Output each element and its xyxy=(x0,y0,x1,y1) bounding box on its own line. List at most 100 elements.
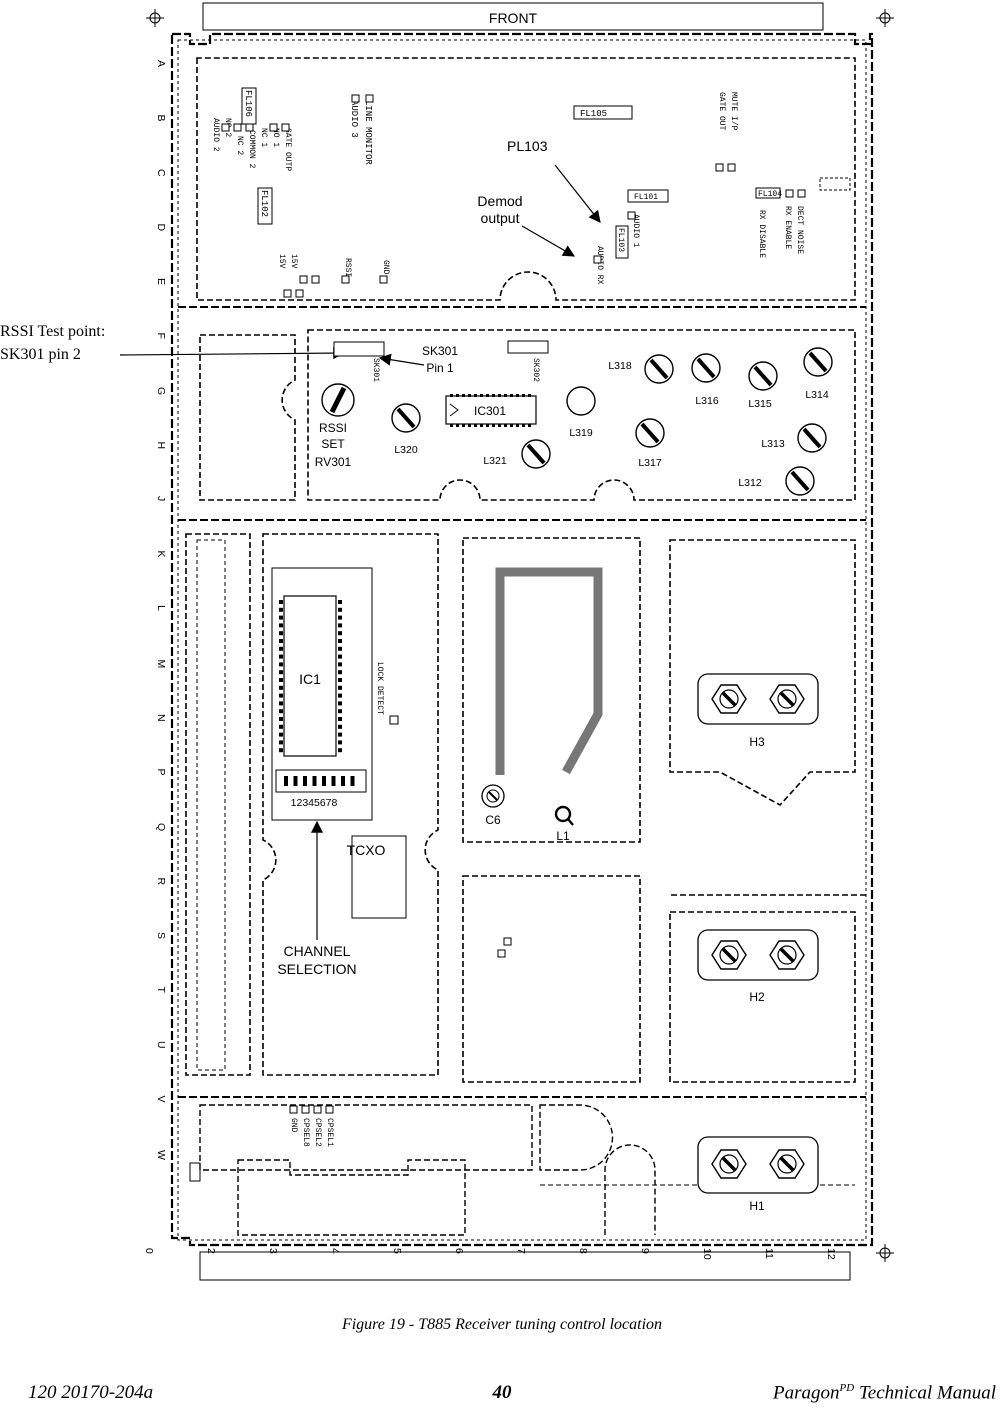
rssi-test-point-line1: RSSI Test point: xyxy=(0,323,105,340)
fl103-label: FL103 xyxy=(616,228,625,252)
l317-label: L317 xyxy=(638,457,662,469)
side-letter: S xyxy=(155,932,167,939)
ic1-pin xyxy=(279,724,283,729)
bottom-number: 12 xyxy=(825,1248,837,1260)
sk301-callout-line2: Pin 1 xyxy=(426,361,454,375)
footer-manual-suffix: Technical Manual xyxy=(854,1382,996,1404)
coil-l313 xyxy=(796,422,828,454)
coil-l1 xyxy=(554,805,574,826)
l1-label: L1 xyxy=(556,829,570,843)
coil-l320 xyxy=(390,402,422,434)
rx-disable-label: RX DISABLE xyxy=(757,210,766,258)
registration-mark xyxy=(875,8,895,28)
ic1-pin xyxy=(279,631,283,636)
ic301-label: IC301 xyxy=(474,404,506,418)
ic1-pin xyxy=(279,693,283,698)
bottom-connector-strip xyxy=(199,1251,851,1281)
l319-label: L319 xyxy=(569,427,593,439)
ic301-pin xyxy=(486,424,489,427)
trimmer-c6 xyxy=(481,784,505,808)
bottom-number: 10 xyxy=(701,1248,713,1260)
ic301-pin xyxy=(516,394,519,397)
bottom-number: 11 xyxy=(763,1248,775,1259)
ic1-pin xyxy=(279,732,283,737)
ic301-pin xyxy=(480,394,483,397)
ic1-pin xyxy=(279,717,283,721)
bottom-section xyxy=(178,1096,866,1236)
side-letter: W xyxy=(155,1150,167,1160)
ic1-pin xyxy=(338,717,342,721)
helical-filter-h1 xyxy=(697,1136,819,1194)
ic301-pin xyxy=(468,424,471,427)
ic1-pin xyxy=(338,732,342,737)
side-letter: H xyxy=(155,442,167,450)
ic1-pin xyxy=(338,662,342,667)
ic301-pin xyxy=(504,424,507,427)
side-letter: K xyxy=(155,551,167,558)
ic1-pin xyxy=(338,607,342,612)
h2-label: H2 xyxy=(749,990,765,1004)
ic1-pin xyxy=(279,646,283,651)
ic1-pin xyxy=(338,685,342,690)
rssi-set-label-line3: RV301 xyxy=(315,455,352,469)
bottom-number: 0 xyxy=(143,1248,155,1254)
ic1-pin xyxy=(279,654,283,659)
v-sw-label: 15V xyxy=(277,254,286,269)
audio-rx-label: AUDIO RX xyxy=(595,246,604,285)
cpsel8-label: CPSEL8 xyxy=(301,1118,310,1147)
gate-out-label: GATE OUT xyxy=(717,92,726,131)
ic301-pin xyxy=(492,424,495,427)
ic1-pin xyxy=(338,670,342,675)
rx-enable-label: RX ENABLE xyxy=(783,206,792,249)
ic301-pin xyxy=(450,394,453,397)
ic1-pin xyxy=(338,709,342,714)
nc2-label: NC 2 xyxy=(235,136,244,155)
ic1-pin xyxy=(279,623,283,628)
gnd-bottom-label: GND xyxy=(289,1118,298,1133)
nc1-label: NC 1 xyxy=(259,128,268,147)
coil-l318 xyxy=(643,353,675,385)
top-section xyxy=(196,57,856,301)
pl103-arrow xyxy=(554,164,601,223)
dip-switch-lever xyxy=(303,776,307,786)
ic301-pin xyxy=(456,394,459,397)
rssi-set-potentiometer xyxy=(321,383,355,417)
dect-noise-label: DECT NOISE xyxy=(795,206,804,254)
side-letter: E xyxy=(155,278,167,285)
fl104-label: FL104 xyxy=(758,190,782,199)
ic301-pin xyxy=(480,424,483,427)
ic301-pin xyxy=(486,394,489,397)
l312-label: L312 xyxy=(738,477,762,489)
side-letter: M xyxy=(155,660,167,669)
side-letter: J xyxy=(155,496,167,501)
ic1-pin xyxy=(338,639,342,643)
footer-manual-title: ParagonPD Technical Manual xyxy=(773,1382,996,1404)
footer-manual-sup: PD xyxy=(839,1382,855,1394)
gate-outp-label: GATE OUTP xyxy=(283,128,292,171)
ic301-pin xyxy=(462,394,465,397)
bottom-number: 3 xyxy=(267,1248,279,1254)
coil-l317 xyxy=(634,417,666,449)
l318-label: L318 xyxy=(608,360,632,372)
l321-label: L321 xyxy=(483,455,507,467)
dip-switch-lever xyxy=(341,776,345,786)
dip-switch-lever xyxy=(350,776,355,786)
sk301-silk-label: SK301 xyxy=(371,358,380,382)
c6-label: C6 xyxy=(485,813,501,827)
side-letter: P xyxy=(155,769,167,776)
ic301-pin xyxy=(462,424,465,427)
side-letter: D xyxy=(155,224,167,232)
dip-switch-lever xyxy=(284,776,288,786)
sk302-connector: SK302 xyxy=(507,340,549,382)
ic1-pin xyxy=(279,615,283,620)
ic1-pin xyxy=(338,623,342,628)
coil-l321 xyxy=(520,438,552,470)
side-letter: C xyxy=(155,169,167,177)
ic1-pin xyxy=(279,639,283,643)
mute-ip-label: MUTE I/P xyxy=(729,92,738,131)
ic1-pin xyxy=(338,600,342,604)
fl101-label: FL101 xyxy=(634,193,658,202)
